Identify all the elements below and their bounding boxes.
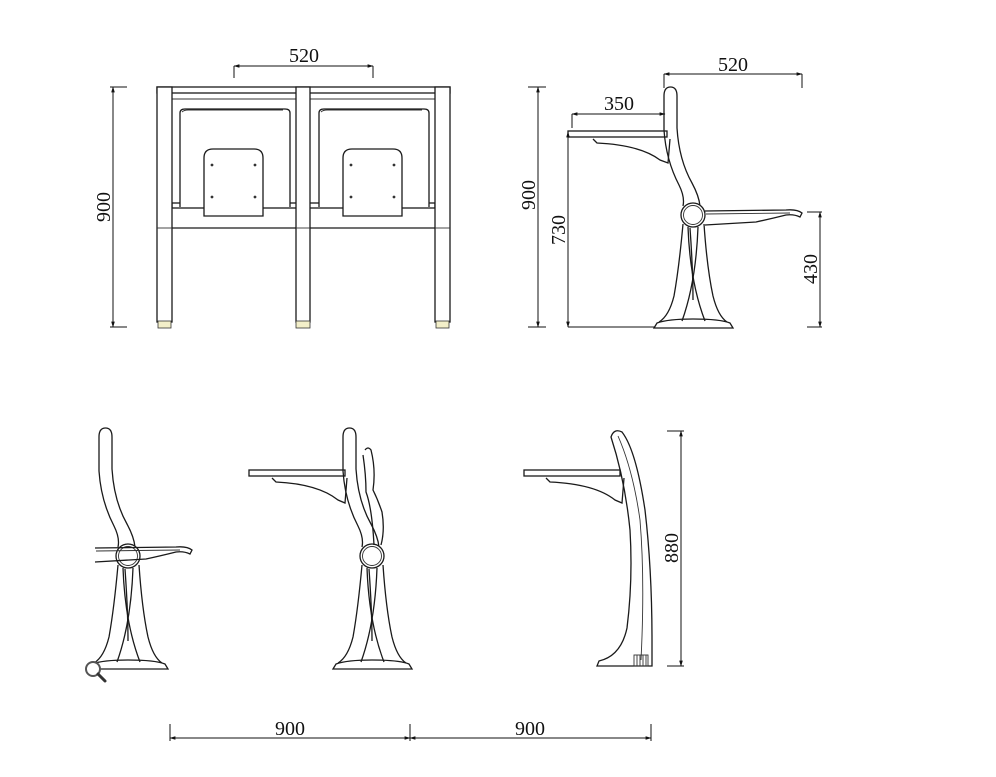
- desk-total-height-dimension: 880: [661, 533, 683, 563]
- chair-open-view: [88, 427, 193, 670]
- chair-depth-dimension: 520: [718, 54, 748, 76]
- spacing-dimension-2: 900: [515, 718, 545, 740]
- front-height-dimension: 900: [93, 192, 115, 222]
- side-total-height-dimension: 900: [518, 180, 540, 210]
- spacing-dimensions: 900 900: [169, 718, 652, 741]
- desk-height-dimension: 730: [548, 215, 570, 245]
- front-view: 520 900: [93, 45, 451, 329]
- desk-side-view: 880: [523, 430, 684, 667]
- seat-height-dimension: 430: [800, 254, 822, 284]
- front-width-dimension: 520: [289, 45, 319, 67]
- chair-folded-with-desk-view: [248, 427, 413, 670]
- desk-depth-dimension: 350: [604, 93, 634, 115]
- side-view: 900 730 350 520 430: [518, 54, 822, 329]
- magnifier-icon[interactable]: [85, 661, 107, 683]
- spacing-dimension-1: 900: [275, 718, 305, 740]
